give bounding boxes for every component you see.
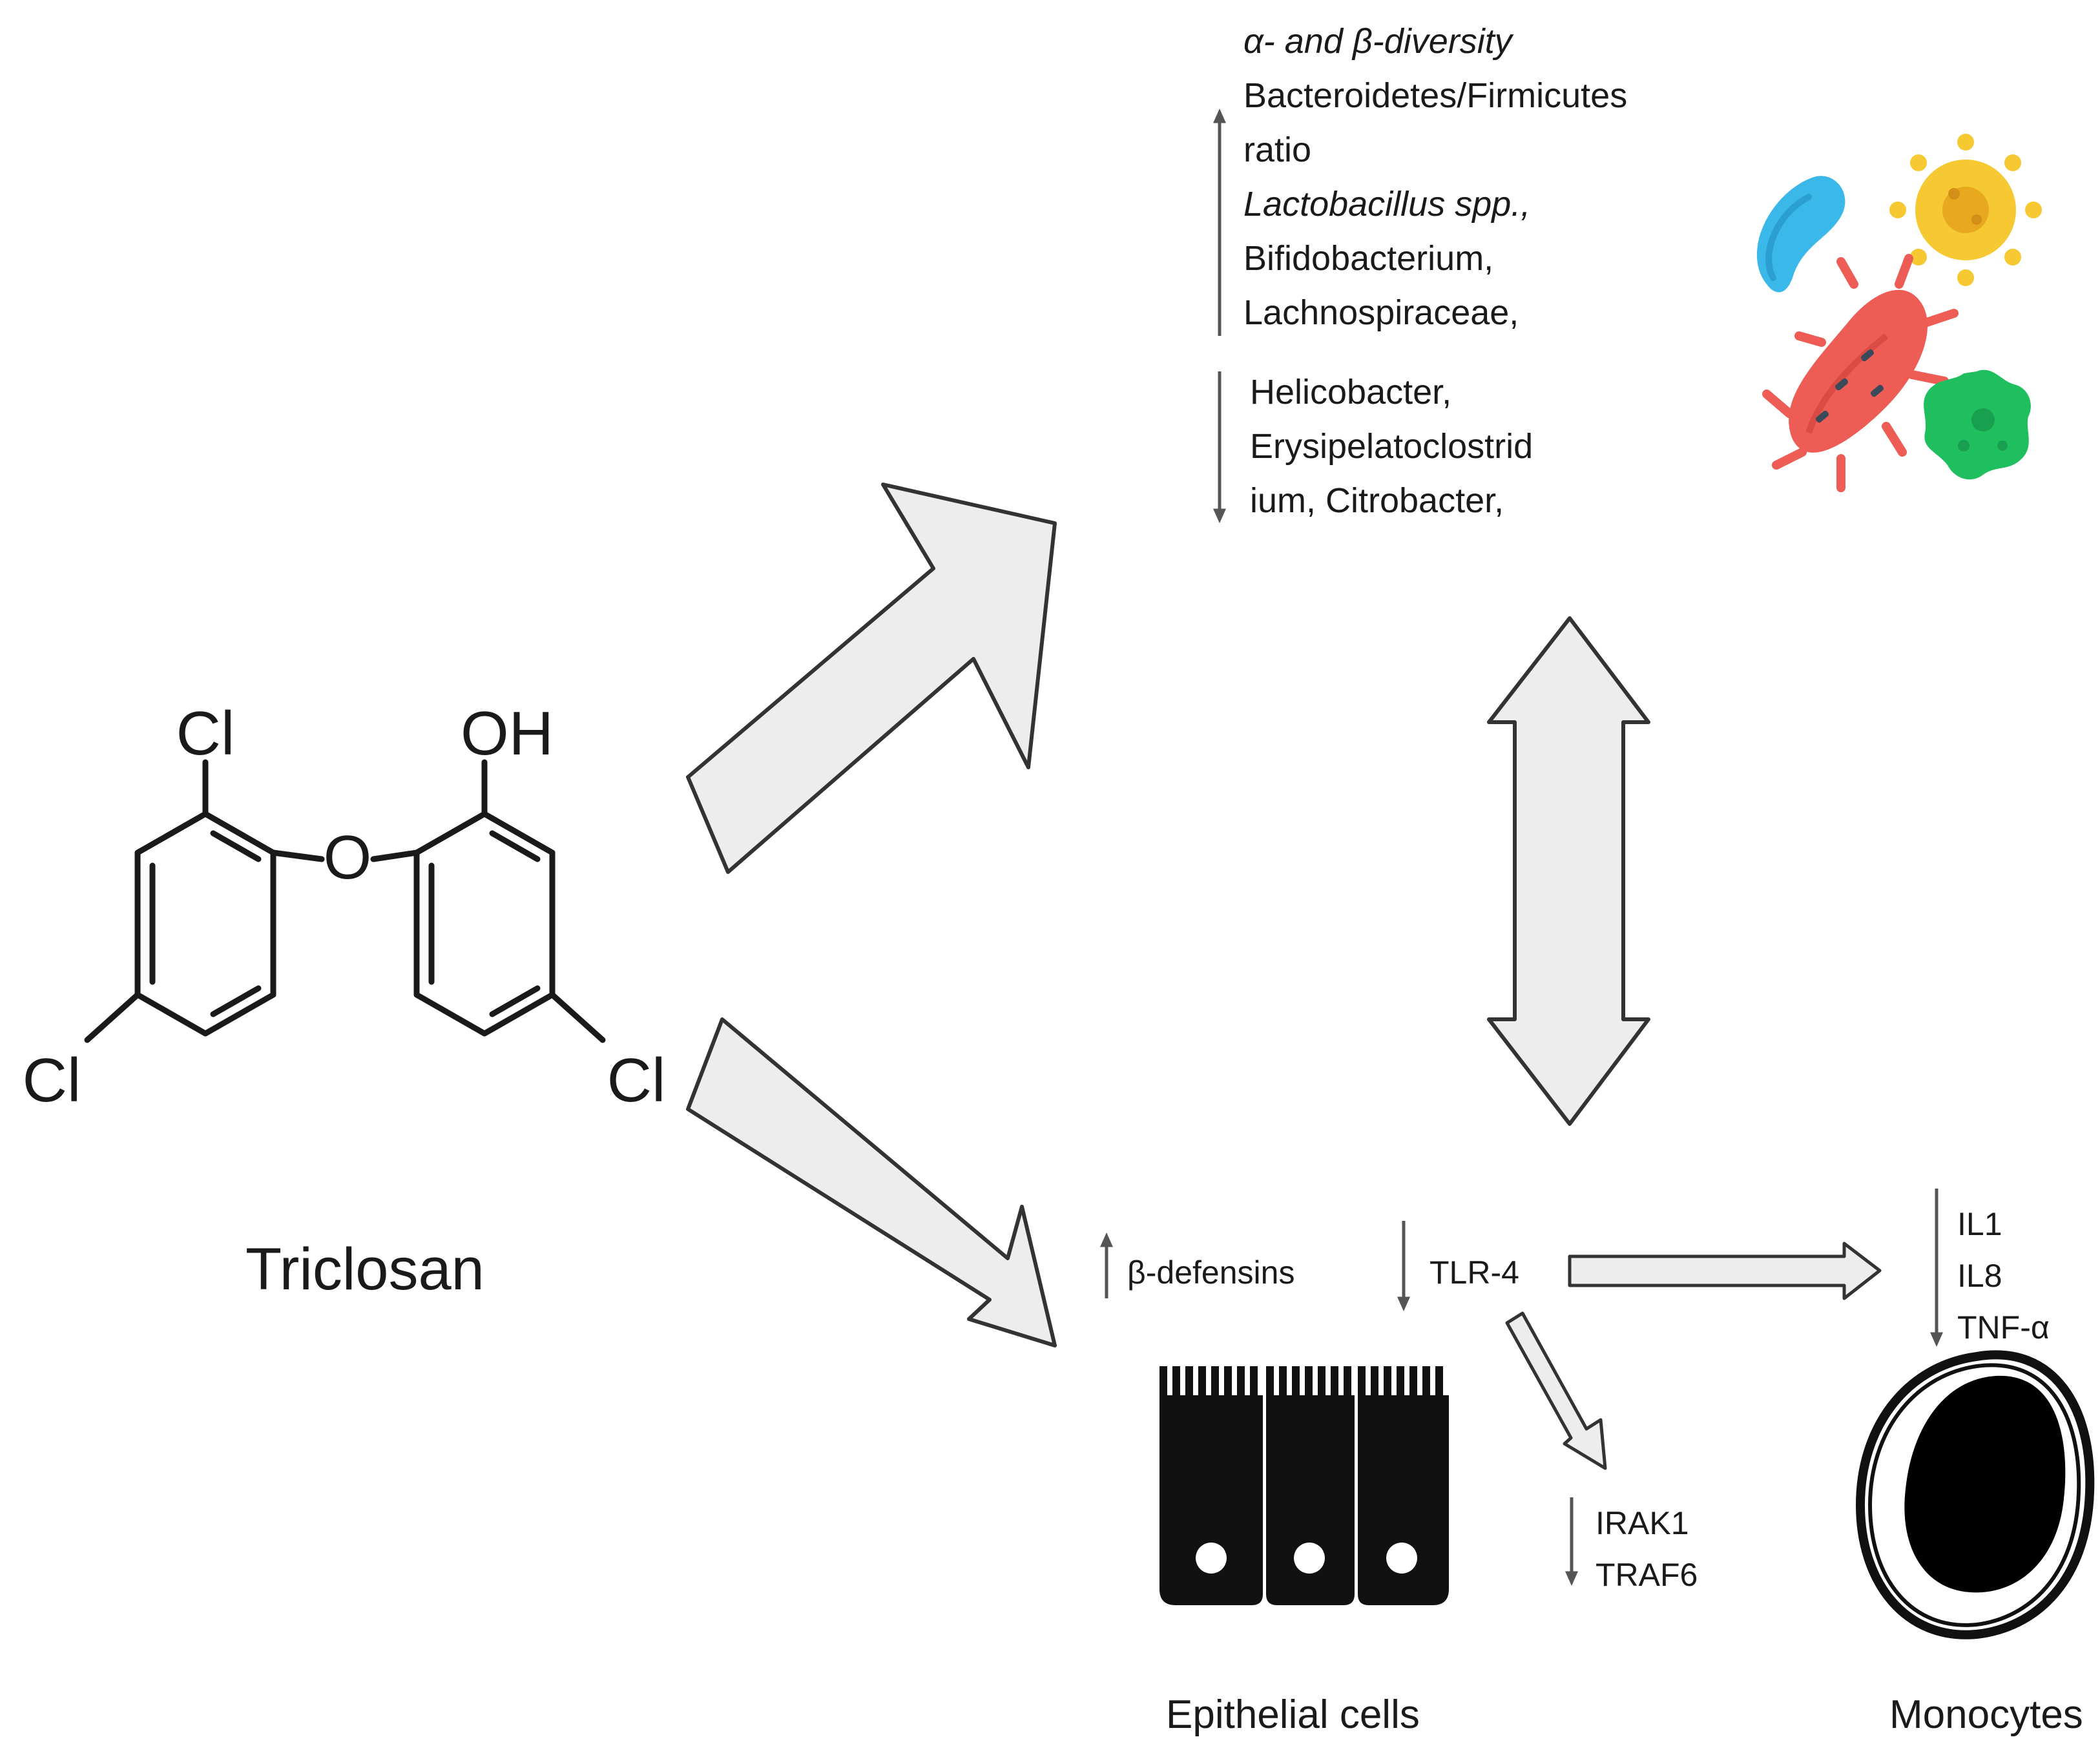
epithelial-cells-icon — [1159, 1366, 1449, 1605]
atom-cl-right: Cl — [607, 1046, 666, 1115]
arrow-to-epithelium — [686, 1017, 1057, 1347]
right-ring-double-bond — [489, 985, 541, 1017]
cytokine: TNF-α — [1957, 1309, 2050, 1346]
downstream-signaling-list: IRAK1 TRAF6 — [1596, 1497, 1698, 1601]
thin-arrows — [1100, 109, 1943, 1586]
atom-cl-left: Cl — [23, 1046, 81, 1115]
downstream-marker: IRAK1 — [1596, 1505, 1689, 1541]
green-virus-icon — [1924, 369, 2031, 480]
decreased-taxon: Erysipelatoclostrid — [1250, 427, 1533, 466]
increased-taxon: Lachnospiraceae, — [1243, 293, 1519, 332]
increased-taxon: ratio — [1243, 130, 1312, 169]
monocytes-label: Monocytes — [1889, 1692, 2083, 1737]
arrow-to-microbiota — [686, 483, 1057, 874]
big-arrows — [686, 483, 1882, 1470]
increased-taxa-title: α- and β-diversity — [1243, 22, 1512, 61]
downstream-marker: TRAF6 — [1596, 1557, 1698, 1593]
arrow-bidirectional — [1487, 616, 1650, 1126]
decreased-taxon: ium, Citrobacter, — [1250, 481, 1504, 520]
left-benzene-ring — [134, 811, 276, 1037]
compound-name: Triclosan — [245, 1236, 484, 1302]
increased-taxon: Lactobacillus spp., — [1243, 185, 1531, 224]
left-ring-double-bond — [210, 985, 262, 1017]
triclosan-structure — [84, 759, 606, 1043]
cytokine: IL1 — [1957, 1206, 2002, 1242]
blue-bacterium-icon — [1756, 176, 1845, 293]
bond-cl-right — [549, 992, 606, 1043]
decreased-taxa-list: Helicobacter, Erysipelatoclostrid ium, C… — [1250, 365, 1533, 528]
cytokine-list: IL1 IL8 TNF-α — [1957, 1198, 2050, 1353]
arrow-tlr4-to-irak1 — [1505, 1311, 1607, 1470]
bacteria-cluster-icon — [1756, 134, 2042, 492]
cytokine: IL8 — [1957, 1258, 2002, 1294]
yellow-virus-icon — [1889, 134, 2042, 286]
tlr4-label: TLR-4 — [1429, 1254, 1519, 1291]
monocyte-icon — [1855, 1350, 2095, 1639]
beta-defensins-label: β-defensins — [1127, 1254, 1295, 1291]
right-ring-double-bond — [489, 830, 541, 862]
bond-cl-left — [84, 992, 141, 1043]
right-benzene-ring — [413, 811, 556, 1037]
increased-taxon: Bacteroidetes/Firmicutes — [1243, 76, 1628, 115]
bond-o-right — [370, 849, 420, 862]
atom-oh: OH — [461, 699, 554, 768]
increased-taxon: Bifidobacterium, — [1243, 239, 1494, 278]
increased-taxa-list: α- and β-diversity Bacteroidetes/Firmicu… — [1243, 14, 1627, 340]
atom-o-bridge: O — [324, 823, 372, 892]
epithelial-cells-label: Epithelial cells — [1166, 1692, 1420, 1737]
left-ring-double-bond — [210, 830, 262, 862]
bond-o-left — [270, 849, 325, 862]
arrow-tlr4-to-monocytes — [1568, 1242, 1882, 1300]
decreased-taxon: Helicobacter, — [1250, 373, 1452, 411]
atom-cl-top: Cl — [176, 699, 235, 768]
red-bacterium-icon — [1762, 254, 1959, 492]
